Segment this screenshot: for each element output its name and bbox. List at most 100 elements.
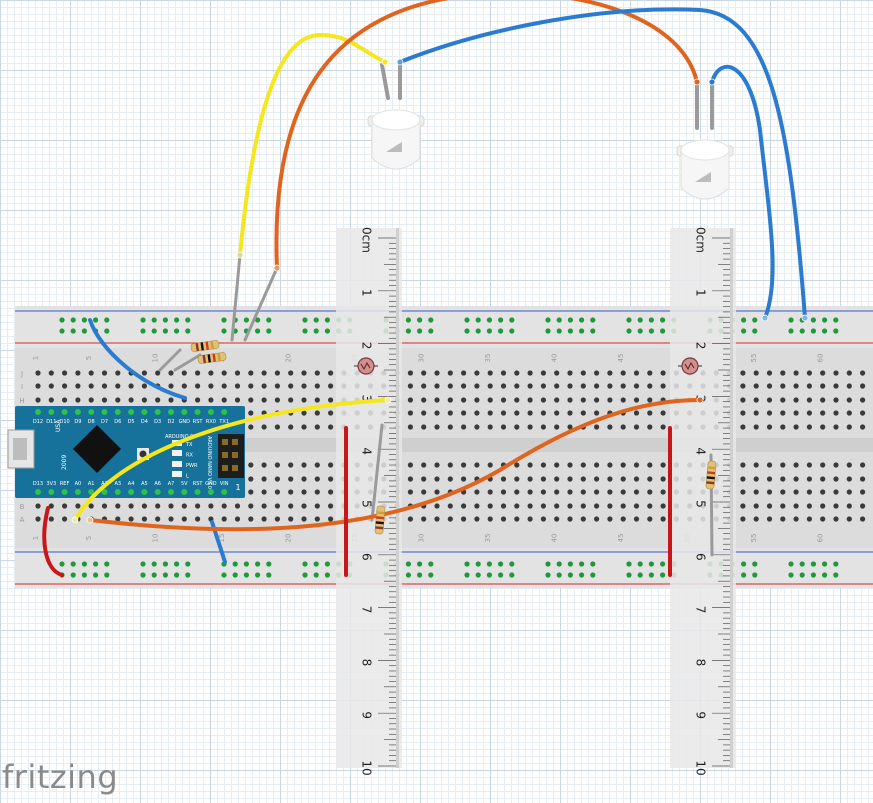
- photoresistor-trace: [360, 361, 371, 371]
- hole: [474, 462, 480, 468]
- resistor-band: [217, 352, 221, 362]
- hole: [274, 489, 280, 495]
- icsp-pin: [222, 452, 228, 458]
- rail-hole: [556, 572, 562, 578]
- hole: [766, 410, 773, 416]
- rail-hole: [509, 317, 515, 323]
- pin-label: RST: [193, 481, 204, 487]
- hole: [434, 410, 440, 416]
- rail-hole: [255, 572, 261, 578]
- rail-hole: [313, 317, 319, 323]
- hole: [580, 476, 586, 482]
- rail-hole: [81, 317, 87, 323]
- hole: [447, 503, 453, 509]
- status-led: [172, 450, 182, 456]
- hole: [35, 383, 41, 389]
- hole: [740, 410, 746, 416]
- hole: [434, 516, 440, 522]
- photoresistor-trace: [684, 361, 695, 371]
- wire-yellow: [238, 32, 387, 257]
- resistor-band: [706, 481, 715, 485]
- hole: [647, 489, 653, 495]
- hole: [554, 424, 560, 430]
- pin-label: D10: [59, 419, 69, 425]
- hole: [301, 370, 307, 376]
- status-led-label: TX: [185, 442, 193, 448]
- hole: [620, 370, 626, 376]
- rail-hole: [266, 317, 272, 323]
- hole: [141, 516, 147, 522]
- row-letter: B: [20, 503, 25, 511]
- hole: [101, 383, 108, 389]
- hole: [740, 424, 746, 430]
- hole: [740, 462, 746, 468]
- hole: [647, 503, 653, 509]
- hole: [793, 383, 799, 389]
- rail-hole: [324, 572, 330, 578]
- rail-hole: [579, 572, 585, 578]
- hole: [474, 424, 480, 430]
- resistor-band: [376, 511, 385, 515]
- hole: [301, 476, 307, 482]
- hole: [328, 370, 334, 376]
- hole: [580, 503, 586, 509]
- hole: [434, 489, 440, 495]
- hole: [474, 383, 480, 389]
- wire-blue: [88, 318, 187, 400]
- hole: [554, 383, 560, 389]
- rail-hole: [637, 561, 643, 567]
- rail-hole: [162, 328, 168, 334]
- rail-hole: [162, 572, 168, 578]
- pin-header: [101, 489, 108, 495]
- rail-hole: [302, 561, 308, 567]
- rail-hole: [243, 572, 249, 578]
- hole: [487, 462, 493, 468]
- hole: [780, 516, 786, 522]
- pin-header: [181, 409, 188, 415]
- rail-hole: [405, 328, 411, 334]
- hole: [168, 503, 174, 509]
- rail-hole: [428, 561, 434, 567]
- power-rail-top: [15, 306, 873, 348]
- hole: [48, 503, 54, 509]
- rail-hole: [626, 317, 632, 323]
- wire-orange: [274, 0, 699, 270]
- rail-hole: [741, 328, 747, 334]
- hole: [288, 489, 294, 495]
- hole: [301, 503, 307, 509]
- hole: [607, 424, 613, 430]
- hole: [554, 397, 560, 403]
- ruler-mark: 5: [360, 500, 374, 508]
- hole: [740, 489, 746, 495]
- rail-hole: [313, 328, 319, 334]
- hole: [301, 410, 307, 416]
- hole: [434, 383, 440, 389]
- hole: [527, 370, 533, 376]
- hole: [314, 516, 320, 522]
- rail-hole: [464, 572, 470, 578]
- hole: [753, 370, 759, 376]
- hole: [514, 476, 520, 482]
- hole: [833, 370, 839, 376]
- hole: [407, 410, 413, 416]
- fritzing-logo: fritzing: [2, 758, 119, 796]
- column-number: 40: [551, 354, 559, 363]
- rail-hole: [545, 328, 551, 334]
- rail-hole: [822, 561, 828, 567]
- hole: [261, 516, 267, 522]
- rail-hole: [590, 561, 596, 567]
- rail-hole: [833, 317, 839, 323]
- hole: [500, 424, 507, 430]
- rail-hole: [302, 317, 308, 323]
- rail-hole: [59, 317, 65, 323]
- hole: [527, 410, 533, 416]
- hole: [461, 397, 467, 403]
- arduino-country: USA: [55, 419, 62, 432]
- rail-hole: [59, 328, 65, 334]
- hole: [474, 516, 480, 522]
- pin-label: A6: [154, 481, 161, 487]
- ruler-mark: 0cm: [360, 227, 374, 253]
- hole: [846, 462, 852, 468]
